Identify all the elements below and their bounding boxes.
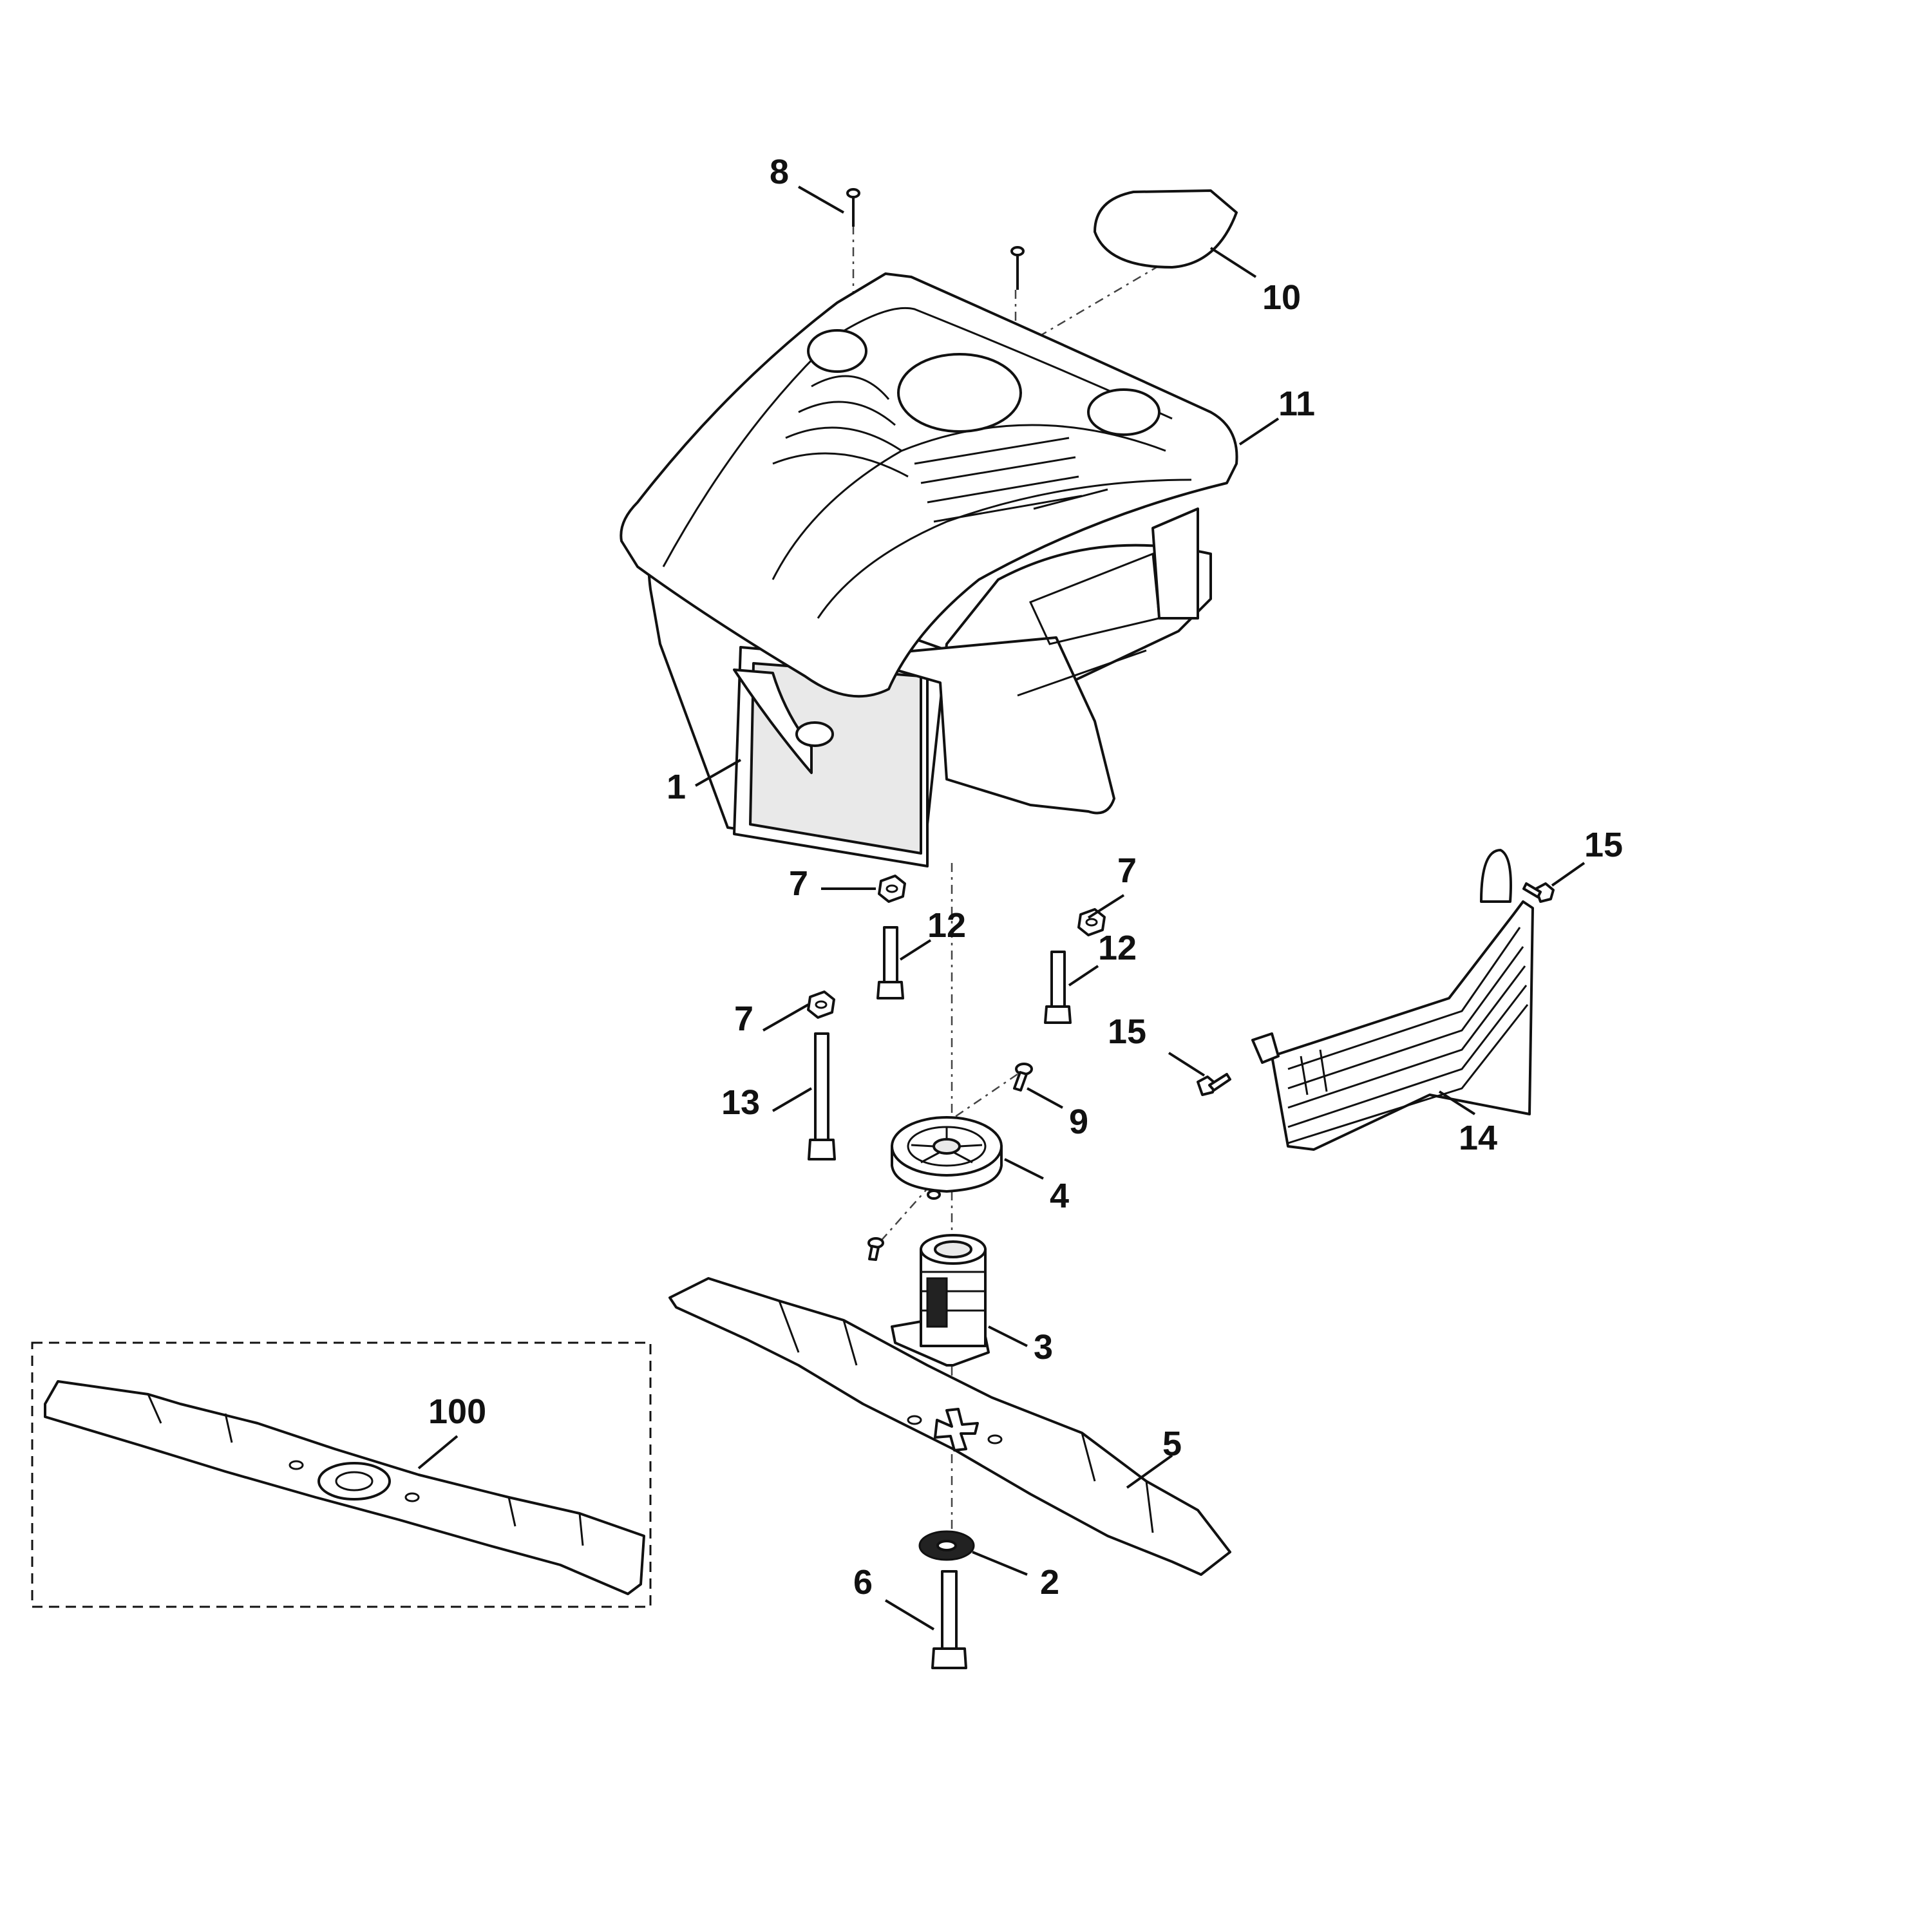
part-bolt-15-top[interactable] xyxy=(1522,882,1555,903)
callout-1: 1 xyxy=(667,768,686,806)
callout-3: 3 xyxy=(1034,1328,1053,1367)
part-decal[interactable] xyxy=(1094,189,1238,269)
part-screw-cover[interactable] xyxy=(1010,246,1025,290)
callout-7-right: 7 xyxy=(1117,851,1137,890)
kit-box-100 xyxy=(31,1341,652,1608)
part-blade-kit-100[interactable] xyxy=(44,1380,645,1595)
callout-4: 4 xyxy=(1050,1177,1069,1215)
part-nut-7-left[interactable] xyxy=(807,990,835,1019)
leader-lines xyxy=(417,185,1586,1631)
callout-labels: 1 2 3 4 5 6 7 7 7 8 9 10 11 12 12 13 14 … xyxy=(428,153,1623,1602)
callout-11: 11 xyxy=(1278,384,1315,423)
part-guard-14[interactable] xyxy=(1251,849,1534,1151)
part-bolt-15-left[interactable] xyxy=(1197,1073,1231,1096)
callout-9: 9 xyxy=(1069,1103,1088,1141)
callout-10: 10 xyxy=(1262,278,1301,317)
callout-13: 13 xyxy=(721,1083,760,1122)
part-bolt-12-left[interactable] xyxy=(876,926,904,999)
callout-7-left: 7 xyxy=(734,999,753,1038)
callout-5: 5 xyxy=(1162,1425,1182,1463)
callout-100: 100 xyxy=(428,1392,486,1431)
part-pulley-4[interactable] xyxy=(891,1116,1003,1200)
part-washer-2[interactable] xyxy=(918,1530,975,1561)
part-blade-bolt-6[interactable] xyxy=(931,1570,967,1669)
callout-8: 8 xyxy=(770,153,789,191)
callout-7-top: 7 xyxy=(789,864,808,903)
callout-15-left: 15 xyxy=(1108,1012,1146,1051)
part-screw-8[interactable] xyxy=(846,188,860,227)
part-nut-7-top[interactable] xyxy=(878,875,906,903)
callout-12-left: 12 xyxy=(927,906,966,945)
part-engine[interactable] xyxy=(733,668,834,774)
part-blade-adapter-3[interactable] xyxy=(891,1234,990,1367)
part-engine-shroud[interactable] xyxy=(620,272,1238,867)
part-screw-small[interactable] xyxy=(867,1237,884,1261)
callout-2: 2 xyxy=(1040,1563,1059,1602)
part-long-bolt-13[interactable] xyxy=(808,1032,836,1160)
callout-14: 14 xyxy=(1459,1119,1497,1157)
part-nut-7-right[interactable] xyxy=(1077,908,1106,936)
part-blade-5[interactable] xyxy=(668,1277,1231,1576)
callout-6: 6 xyxy=(853,1563,873,1602)
callout-15-top: 15 xyxy=(1584,826,1623,864)
part-screw-9[interactable] xyxy=(1013,1063,1033,1092)
callout-12-right: 12 xyxy=(1098,929,1137,967)
part-bolt-12-right[interactable] xyxy=(1044,951,1072,1024)
